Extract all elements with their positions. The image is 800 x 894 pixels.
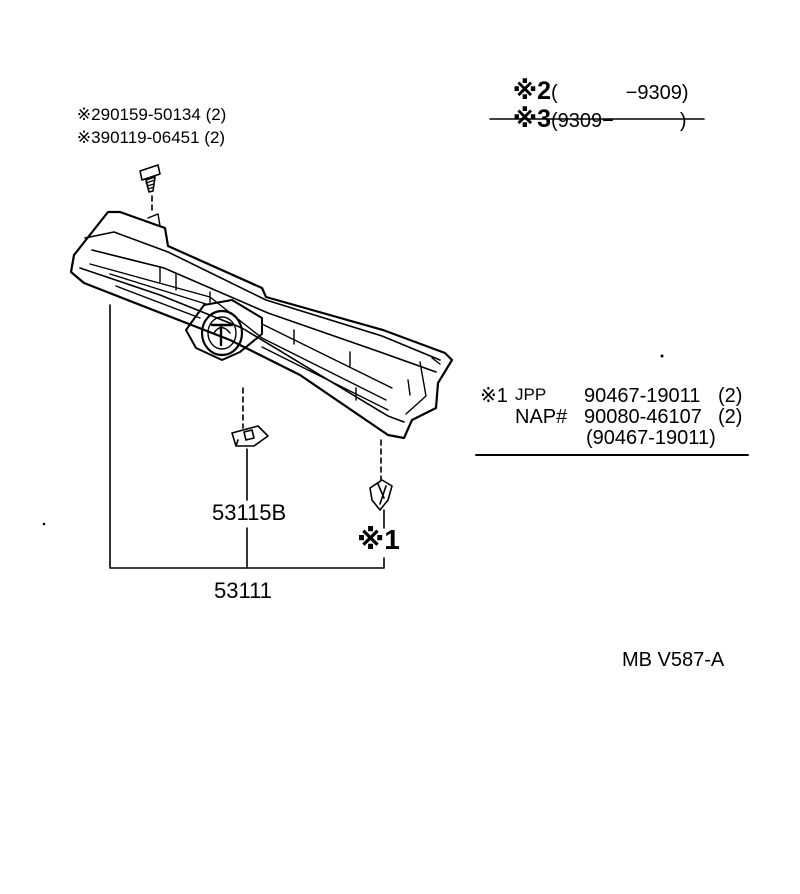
callout-53115b: 53115B (212, 500, 287, 525)
fastener-note-1: ※290159-50134 (2) (76, 105, 227, 124)
clip-table-jpp-qty: (2) (718, 385, 743, 407)
diagram-code: MB V587-A (622, 649, 725, 671)
screw-icon (139, 164, 161, 193)
clip-table-nap-label: NAP# (515, 406, 568, 428)
fastener-note-2: ※390119-06451 (2) (76, 128, 226, 147)
clip-table-jpp-part: 90467-19011 (584, 385, 701, 407)
emblem-icon (185, 299, 263, 361)
legend-row-1: ※2(−9309) (512, 77, 689, 105)
clip-table-mark: ※1 (480, 385, 508, 407)
clip-icon (369, 479, 393, 511)
stray-dot (660, 354, 664, 358)
clip-table-nap-qty: (2) (718, 406, 743, 428)
grille-body (69, 210, 454, 440)
stray-dot-2 (42, 522, 46, 526)
clip-table-nap-part: 90080-46107 (584, 406, 702, 428)
callout-53111: 53111 (214, 578, 272, 603)
clip-table-jpp-label: JPP (515, 385, 547, 404)
bracket-icon (231, 425, 269, 447)
callout-clip-mark: ※1 (357, 524, 400, 555)
clip-table-alt-part: (90467-19011) (586, 427, 716, 449)
